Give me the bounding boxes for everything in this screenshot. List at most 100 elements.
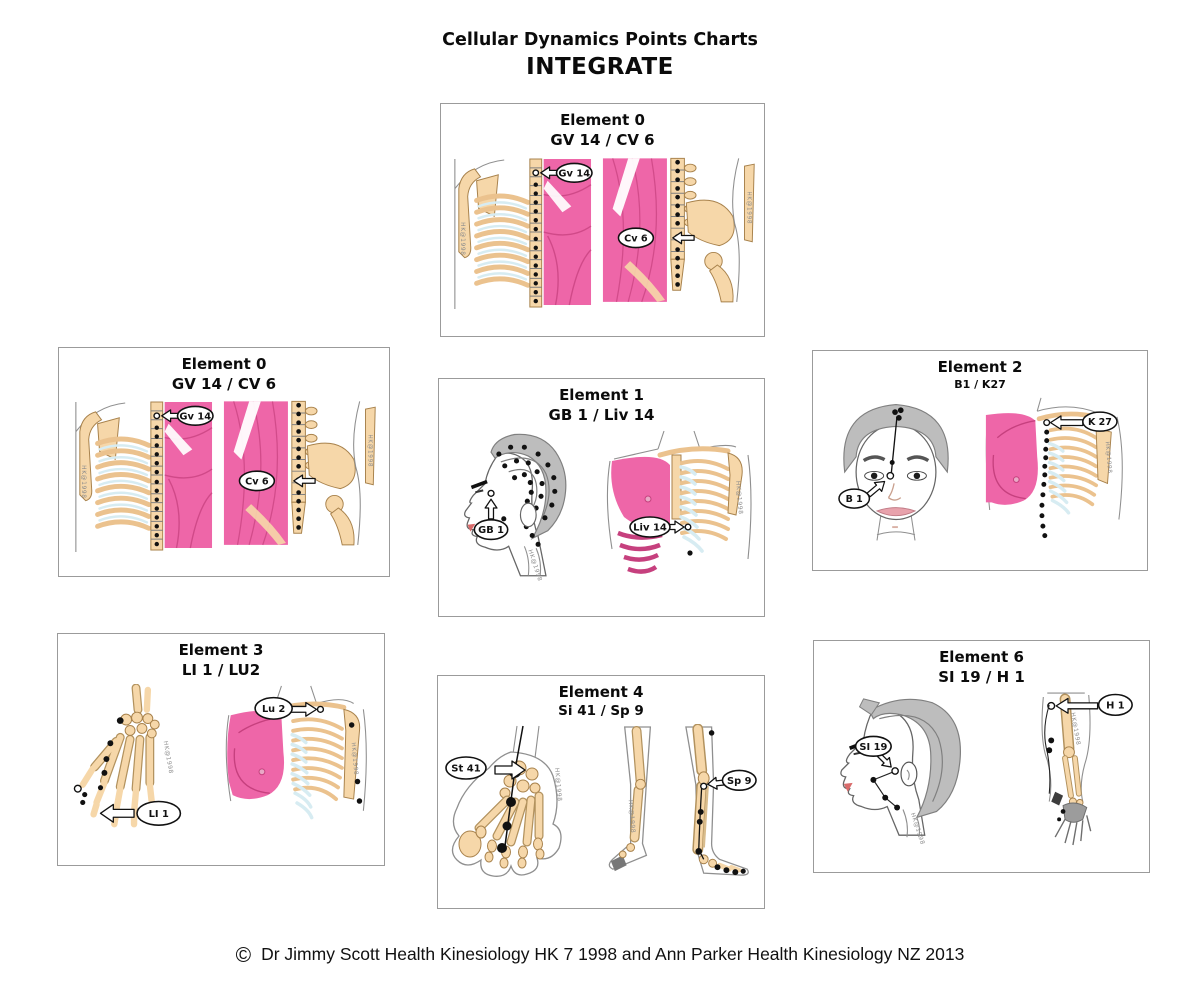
svg-text:LI 1: LI 1 — [149, 809, 169, 820]
nipple — [1012, 476, 1020, 483]
meridian-dots — [695, 730, 746, 876]
tendon-highlight — [612, 158, 640, 217]
panel-subtitle: GB 1 / Liv 14 — [548, 405, 655, 424]
meridian-dots — [1039, 429, 1050, 538]
point-label-st41: St 41 — [445, 756, 487, 780]
wrist-mark — [1051, 791, 1064, 806]
eye — [474, 489, 483, 494]
point-label-gv14: Gv 14 — [176, 405, 214, 426]
meridian-dots — [495, 444, 557, 547]
point-marker-b1 — [886, 471, 895, 480]
panel-subtitle: GV 14 / CV 6 — [550, 130, 655, 149]
muscle-contours — [992, 419, 1036, 500]
panel-header: Element 3 LI 1 / LU2 — [58, 634, 384, 680]
arrow-icon — [99, 803, 135, 823]
tendon-highlight — [543, 180, 571, 213]
pectoral-muscle — [227, 710, 285, 800]
lumbar-spine — [669, 157, 685, 260]
panel-body: LI 1 HK@1998 — [58, 684, 384, 842]
point-label-b1: B 1 — [838, 488, 871, 509]
lips — [843, 782, 853, 792]
spine-column — [528, 158, 542, 308]
ribs — [95, 436, 152, 531]
metatarsals — [475, 792, 543, 846]
nipple — [258, 768, 266, 776]
point-marker-lu2 — [316, 705, 325, 713]
left-foot-toe — [610, 855, 627, 872]
left-foot-bone — [618, 850, 627, 859]
panel-subtitle: B1 / K27 — [954, 377, 1006, 391]
body-outline — [731, 158, 740, 302]
illustration-foot-st41: St 41 HK@1998 — [445, 725, 563, 877]
iris-right — [913, 472, 921, 479]
meridian-dots — [497, 797, 516, 854]
meridian-dots — [154, 425, 159, 547]
meridian-dots — [348, 722, 363, 804]
elbow-joint — [1063, 746, 1075, 759]
pectoral-muscle — [610, 456, 670, 529]
point-marker-k27 — [1043, 418, 1051, 426]
watermark-text: HK@1998 — [366, 434, 372, 467]
panel-subtitle: SI 19 / H 1 — [938, 667, 1025, 686]
eyebrow — [470, 479, 488, 490]
point-marker-gb1 — [486, 489, 495, 497]
rib-cartilage — [1047, 441, 1071, 515]
illustration-chest-k27: K 27 HK@1998 — [985, 397, 1123, 538]
arrow-icon — [293, 474, 316, 488]
arrow-icon — [484, 498, 498, 520]
watermark-text: HK@1998 — [350, 742, 359, 775]
copyright-text: Dr Jimmy Scott Health Kinesiology HK 7 1… — [261, 944, 965, 964]
copyright-line: ©Dr Jimmy Scott Health Kinesiology HK 7 … — [0, 944, 1200, 968]
point-marker-gv14 — [531, 169, 539, 177]
meridian-dots — [674, 159, 680, 287]
watermark-text: HK@1998 — [162, 741, 174, 775]
carpal-bones — [120, 711, 160, 739]
illustration-head-si19: SI 19 HK@1998 — [840, 698, 961, 846]
point-marker-sp9 — [700, 782, 708, 790]
panel-title: Element 2 — [937, 358, 1023, 376]
eyebrow-right — [906, 455, 930, 462]
panel-subtitle: Si 41 / Sp 9 — [558, 702, 644, 719]
hair-flick — [858, 698, 881, 716]
rib-cartilage — [98, 444, 149, 524]
lumbar-spine — [291, 400, 306, 503]
hand-bones — [79, 684, 157, 828]
arrow-icon — [1055, 697, 1099, 714]
point-label-gv14: Gv 14 — [555, 162, 593, 183]
illustration-pelvis-cv6: Cv 6 HK@1998 — [223, 400, 376, 546]
lips — [466, 523, 475, 532]
ribs — [291, 717, 344, 802]
tendon-highlight — [233, 401, 261, 460]
point-label-cv6: Cv 6 — [238, 470, 276, 492]
svg-text:K 27: K 27 — [1088, 417, 1112, 428]
arrow-icon — [671, 231, 695, 245]
point-label-liv14: Liv 14 — [628, 516, 671, 538]
panel-element3: Element 3 LI 1 / LU2 — [57, 633, 385, 866]
point-label-lu2: Lu 2 — [254, 696, 293, 720]
body-outline — [75, 402, 126, 552]
illustration-face-b1: B 1 — [838, 403, 949, 541]
panel-body: GB 1 HK@1998 — [439, 429, 764, 591]
point-marker-si19 — [891, 767, 899, 775]
left-leg-bones — [630, 727, 645, 842]
panel-element1: Element 1 GB 1 / Liv 14 — [438, 378, 765, 617]
watermark-text: HK@1998 — [553, 768, 563, 802]
arm-bone — [743, 163, 755, 243]
inguinal-band — [245, 504, 286, 545]
illustration-chest-liv14: Liv 14 HK@1998 — [606, 430, 752, 574]
svg-text:Gv 14: Gv 14 — [558, 168, 590, 179]
panel-header: Element 0 GV 14 / CV 6 — [441, 104, 764, 150]
illustration-legs-sp9: Sp 9 HK@1998 — [608, 724, 757, 876]
panel-element2: Element 2 B1 / K27 — [812, 350, 1148, 571]
serratus-stripes — [616, 530, 663, 574]
svg-text:Cv 6: Cv 6 — [245, 476, 269, 487]
neck-lines — [876, 515, 916, 541]
illustration-upper-back-gv14: Gv 14 HK@1998 — [453, 158, 593, 309]
panel-body: SI 19 HK@1998 — [814, 691, 1149, 849]
point-label-sp9: Sp 9 — [721, 769, 757, 792]
watermark-text: HK@1998 — [1069, 712, 1081, 746]
meridian-dot — [889, 459, 895, 465]
panel-subtitle: LI 1 / LU2 — [181, 660, 261, 679]
femur — [708, 264, 734, 303]
iliac-bone — [306, 442, 356, 490]
